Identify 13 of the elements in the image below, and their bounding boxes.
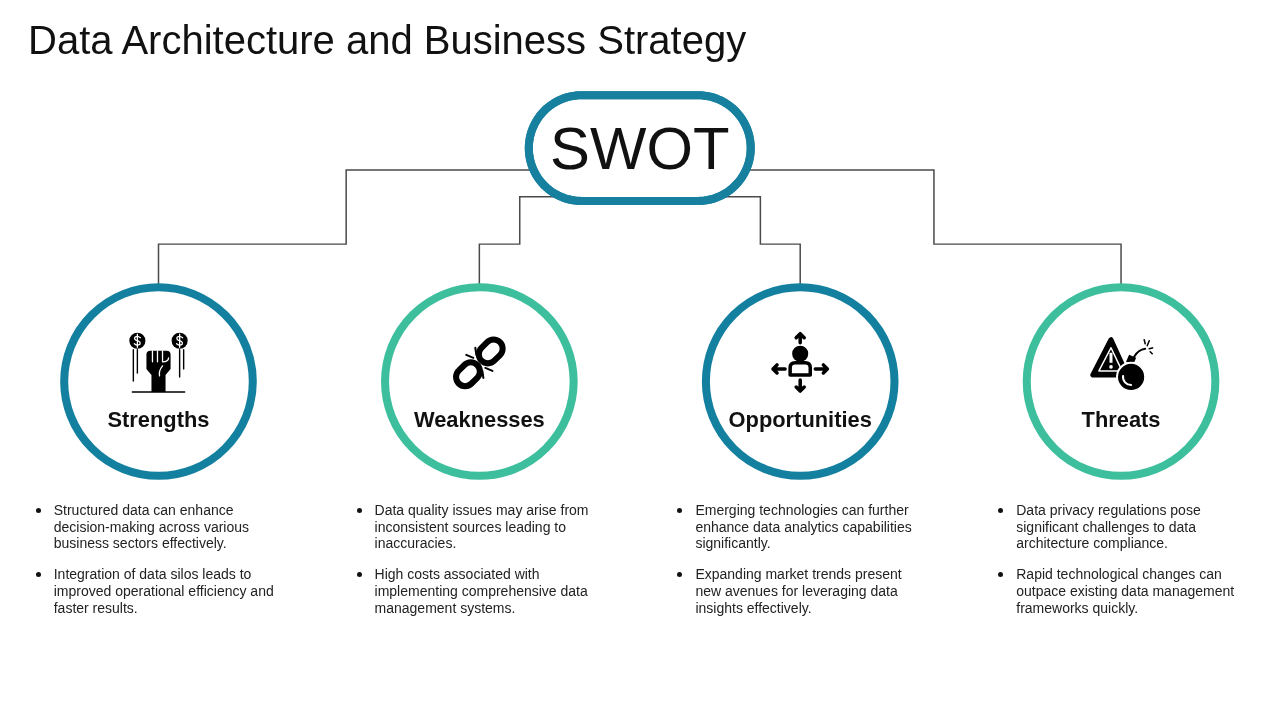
bullet-text: Rapid technological changes can outpace existing data management frameworks quickly. [1016,566,1236,617]
node-circle: Opportunities [702,283,899,480]
bullet-text: Emerging technologies can further enhance data analytics capabilities significantly. [695,501,913,553]
bullet-text: Structured data can enhance decision-making across various business sectors effectively. [53,501,251,553]
node-circle: Weaknesses [381,283,578,480]
bullet-text: Data privacy regulations pose significant challenges to data architecture compliance. [1016,501,1202,553]
node-circle: Threats [1022,283,1220,480]
diagram-title: Data Architecture and Business Strategy [28,17,747,64]
bullet-text: Expanding market trends present new avenues for leveraging data insights effectively. [695,566,903,617]
node-circle: Strengths [60,283,258,480]
bullet-text: Data quality issues may arise from inconsistent sources leading to inaccuracies. [374,501,590,553]
bullet-text: Integration of data silos leads to improved operational efficiency and faster results. [53,566,275,617]
bullet-text: High costs associated with implementing comprehensive data management systems. [374,566,589,617]
